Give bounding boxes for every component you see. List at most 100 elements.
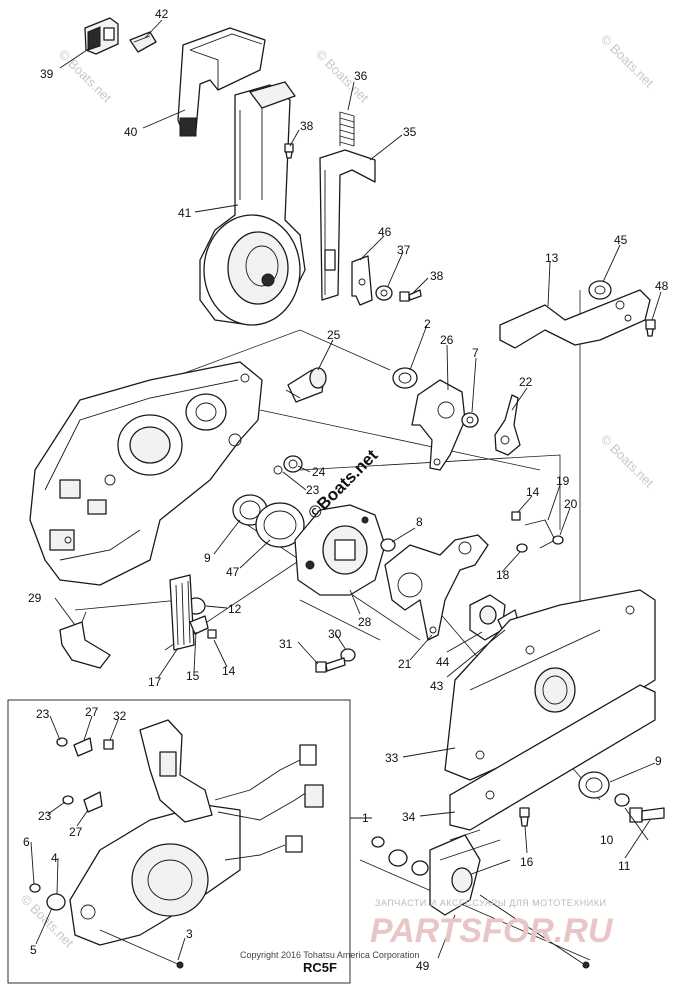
part-35-bracket	[319, 149, 376, 301]
callout-29: 29	[28, 591, 42, 605]
leader-lines	[30, 19, 662, 961]
part-45-spring-washer	[588, 280, 612, 300]
part-26-cam-plate	[411, 379, 466, 471]
callout-40: 40	[124, 125, 138, 139]
part-25-shaft	[285, 367, 327, 403]
part-38-screw-upper	[284, 143, 294, 159]
part-8-bushing	[380, 538, 396, 552]
part-42-pad	[129, 31, 157, 53]
callout-18: 18	[496, 568, 510, 582]
callout-4: 4	[51, 851, 58, 865]
part-38-screw-lower	[399, 289, 422, 302]
callout-15: 15	[186, 669, 200, 683]
callout-32: 32	[113, 709, 127, 723]
part-47-gasket	[255, 502, 305, 548]
inset-rc5f	[7, 699, 372, 984]
part-22-lever	[494, 394, 521, 456]
callout-27: 27	[69, 825, 83, 839]
callout-10: 10	[600, 833, 614, 847]
callout-23: 23	[38, 809, 52, 823]
callout-33: 33	[385, 751, 399, 765]
callout-30: 30	[328, 627, 342, 641]
part-13-lever	[499, 289, 651, 349]
callout-19: 19	[556, 474, 570, 488]
callout-24: 24	[312, 465, 326, 479]
callout-35: 35	[403, 125, 417, 139]
callout-38: 38	[430, 269, 444, 283]
callout-6: 6	[23, 835, 30, 849]
callout-48: 48	[655, 279, 669, 293]
callout-9: 9	[655, 754, 662, 768]
callout-20: 20	[564, 497, 578, 511]
callout-12: 12	[228, 602, 242, 616]
part-29-clamp	[59, 611, 111, 669]
callout-labels: 39 42 40 36 38 35 41 46 37 38 13 45 48 2…	[23, 7, 669, 973]
callout-47: 47	[226, 565, 240, 579]
part-31-bolt	[315, 657, 346, 673]
part-37-washer	[375, 285, 393, 301]
part-19-spring	[524, 519, 556, 549]
callout-22: 22	[519, 375, 533, 389]
callout-16: 16	[520, 855, 534, 869]
part-36-spring	[339, 111, 355, 147]
callout-9: 9	[204, 551, 211, 565]
part-48-screw	[645, 319, 656, 337]
watermark-text: © Boats.net	[598, 432, 657, 491]
callout-27: 27	[85, 705, 99, 719]
callout-23: 23	[36, 707, 50, 721]
part-23-ring	[273, 465, 283, 475]
callout-13: 13	[545, 251, 559, 265]
callout-49: 49	[416, 959, 430, 973]
callout-44: 44	[436, 655, 450, 669]
callout-17: 17	[148, 675, 162, 689]
part-9-ring-right	[578, 771, 610, 799]
callout-7: 7	[472, 346, 479, 360]
part-11-bolt	[629, 807, 665, 823]
callout-25: 25	[327, 328, 341, 342]
part-14-screw-left	[207, 629, 217, 639]
part-10-washer	[614, 793, 630, 807]
callout-1: 1	[362, 811, 369, 825]
part-40-handle-cover	[177, 27, 266, 137]
callout-34: 34	[402, 810, 416, 824]
callout-3: 3	[186, 927, 193, 941]
part-18-pin	[516, 543, 528, 553]
watermark-text: © Boats.net	[56, 47, 115, 106]
part-17-plate	[169, 574, 195, 651]
callout-21: 21	[398, 657, 412, 671]
callout-38: 38	[300, 119, 314, 133]
part-20-pin	[552, 535, 564, 545]
callout-46: 46	[378, 225, 392, 239]
part-15-clip	[189, 615, 209, 635]
callout-37: 37	[397, 243, 411, 257]
main-housing	[29, 361, 263, 586]
part-2-bushing	[392, 367, 418, 389]
callout-5: 5	[30, 943, 37, 957]
callout-45: 45	[614, 233, 628, 247]
callout-39: 39	[40, 67, 54, 81]
callout-31: 31	[279, 637, 293, 651]
callout-8: 8	[416, 515, 423, 529]
callout-36: 36	[354, 69, 368, 83]
part-33-side-cover	[444, 589, 656, 781]
part-21-shift-link	[384, 534, 489, 641]
callout-42: 42	[155, 7, 169, 21]
callout-26: 26	[440, 333, 454, 347]
copyright-text: Copyright 2016 Tohatsu America Corporati…	[240, 950, 419, 960]
part-34-side-plate	[449, 684, 656, 831]
part-41-lever-arm	[199, 81, 306, 326]
part-28-gear-case	[294, 504, 386, 596]
watermark-text: © Boats.net	[598, 32, 657, 91]
callout-41: 41	[178, 206, 192, 220]
callout-2: 2	[424, 317, 431, 331]
part-44-switch	[469, 594, 506, 641]
callout-23: 23	[306, 483, 320, 497]
part-16-screw	[519, 807, 530, 827]
callout-14: 14	[222, 664, 236, 678]
part-49-lever-kit	[371, 829, 590, 969]
callout-28: 28	[358, 615, 372, 629]
branding-tagline: ЗАПЧАСТИ И АКСЕССУАРЫ ДЛЯ МОТОТЕХНИКИ	[375, 898, 606, 908]
part-39-clip	[84, 17, 119, 55]
callout-14: 14	[526, 485, 540, 499]
